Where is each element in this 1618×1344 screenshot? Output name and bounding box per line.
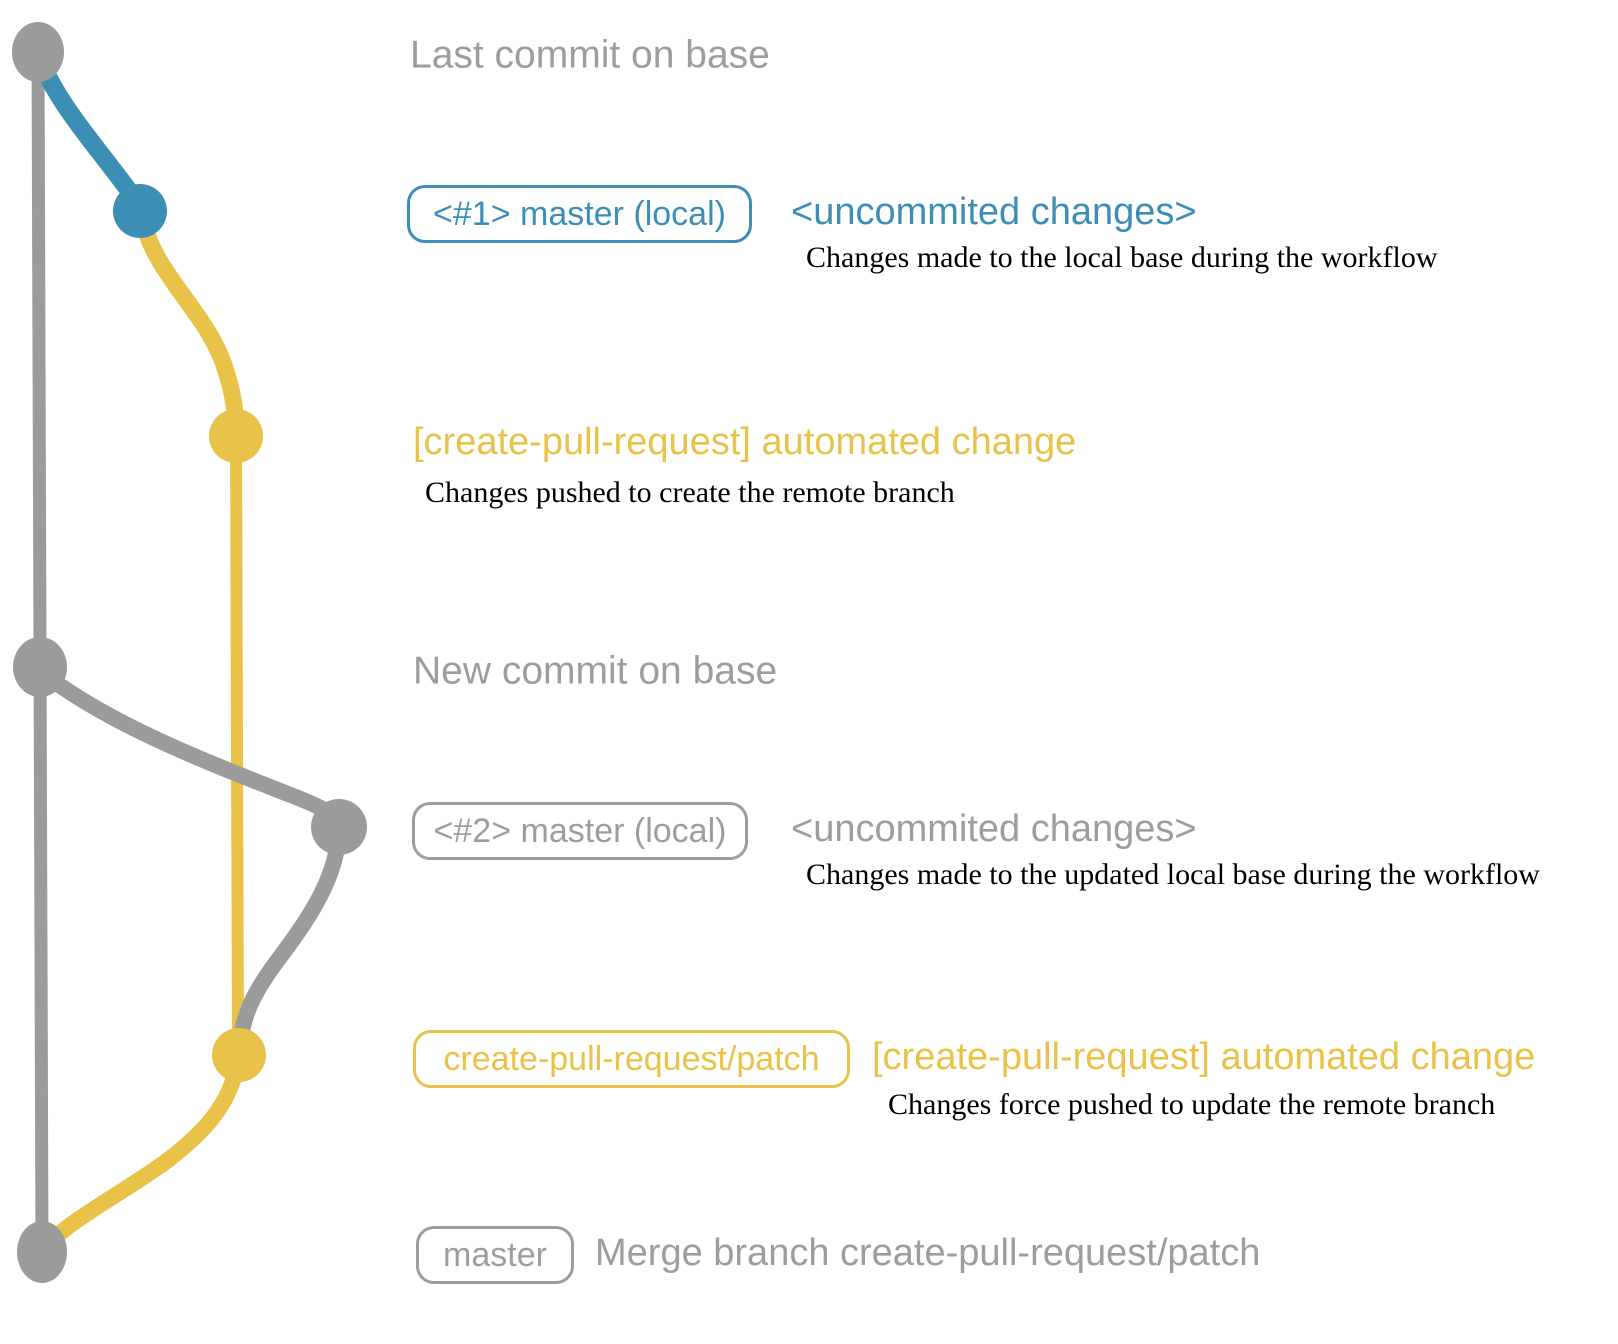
patch-branch-line [230,430,244,1058]
commit-dot-last-base [12,22,64,82]
branch-badge-master: master [416,1226,574,1284]
local-branch-line-2 [36,666,346,832]
commit-dot-local-2 [311,799,367,855]
local-branch-line-1 [30,48,148,214]
branch-badge-label: <#2> master (local) [433,811,727,850]
branch-badge-label: master [443,1235,547,1274]
commit-dot-automated-1 [209,409,263,463]
branch-badge-patch: create-pull-request/patch [413,1030,850,1088]
commit-message-merge: Merge branch create-pull-request/patch [595,1232,1261,1275]
caption-push-create: Changes pushed to create the remote bran… [425,476,955,509]
patch-merge-curve [37,1052,246,1255]
commit-dot-local-1 [113,184,167,238]
commit-message-automated-2: [create-pull-request] automated change [872,1036,1536,1079]
branch-graph [12,22,367,1283]
caption-local-changes-2: Changes made to the updated local base d… [806,858,1540,891]
commit-dot-merge [17,1221,67,1283]
commit-dot-new-base [13,637,67,697]
branch-badge-label: <#1> master (local) [433,194,726,233]
patch-branch-curve-1 [133,207,245,445]
commit-message-uncommited-2: <uncommited changes> [791,808,1197,851]
branch-badge-master-local-2: <#2> master (local) [412,802,748,860]
caption-local-changes-1: Changes made to the local base during th… [806,241,1438,274]
commit-dot-automated-2 [212,1028,266,1082]
commit-message-new-base: New commit on base [413,649,778,693]
commit-message-last-base: Last commit on base [410,33,770,77]
commit-message-automated-1: [create-pull-request] automated change [413,421,1077,464]
branch-badge-master-local-1: <#1> master (local) [407,185,752,243]
commit-message-uncommited-1: <uncommited changes> [791,191,1197,234]
caption-force-push: Changes force pushed to update the remot… [888,1088,1496,1121]
branch-badge-label: create-pull-request/patch [443,1039,820,1078]
local-merge-curve [231,824,347,1058]
